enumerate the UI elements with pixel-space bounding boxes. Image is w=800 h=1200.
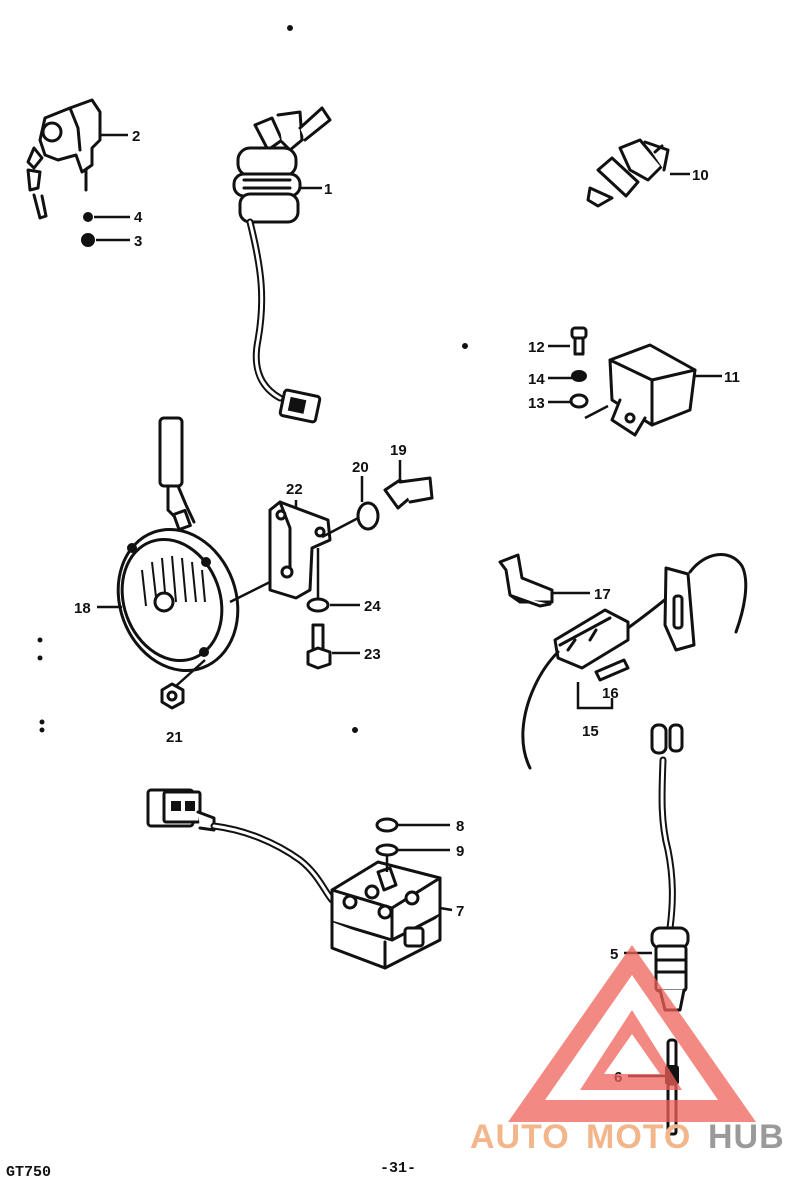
callout-10: 10 bbox=[692, 167, 709, 184]
callout-7: 7 bbox=[456, 903, 464, 920]
callout-2: 2 bbox=[132, 128, 140, 145]
part-19-bolt bbox=[383, 476, 434, 510]
part-11-relay bbox=[608, 343, 697, 437]
part-1-ignition-switch bbox=[232, 106, 332, 424]
part-7-regulator bbox=[146, 788, 442, 970]
part-2-steering-lock bbox=[26, 98, 102, 220]
callout-12: 12 bbox=[528, 339, 545, 356]
callout-23: 23 bbox=[364, 646, 381, 663]
part-17-bracket bbox=[498, 553, 554, 608]
callout-9: 9 bbox=[456, 843, 464, 860]
callout-4: 4 bbox=[134, 209, 143, 226]
callout-1: 1 bbox=[324, 181, 332, 198]
watermark-auto: AUTO bbox=[470, 1118, 570, 1156]
callout-3: 3 bbox=[134, 233, 142, 250]
part-16-fuse bbox=[594, 658, 630, 682]
part-23-bolt bbox=[306, 623, 332, 670]
callout-18: 18 bbox=[74, 600, 91, 617]
callout-14: 14 bbox=[528, 371, 545, 388]
callout-11: 11 bbox=[724, 369, 740, 386]
page-number: -31- bbox=[380, 1160, 416, 1177]
watermark-moto: MOTO bbox=[586, 1118, 691, 1156]
part-8-nut bbox=[375, 817, 399, 833]
part-22-bracket bbox=[268, 500, 332, 600]
part-10-sensor bbox=[586, 138, 670, 208]
part-24-washer bbox=[306, 597, 330, 613]
callout-8: 8 bbox=[456, 818, 464, 835]
leader-lines bbox=[94, 133, 722, 1078]
callout-16: 16 bbox=[602, 685, 619, 702]
watermark-logo bbox=[508, 945, 756, 1122]
part-15-fuse-holder bbox=[521, 553, 748, 770]
callout-22: 22 bbox=[286, 481, 303, 498]
callout-5: 5 bbox=[610, 946, 618, 963]
part-5-switch bbox=[650, 723, 690, 1012]
watermark: AUTO MOTO HUB bbox=[470, 945, 785, 1156]
callout-20: 20 bbox=[352, 459, 369, 476]
callout-17: 17 bbox=[594, 586, 611, 603]
callout-24: 24 bbox=[364, 598, 381, 615]
callout-15: 15 bbox=[582, 723, 599, 740]
callout-13: 13 bbox=[528, 395, 545, 412]
callout-21: 21 bbox=[166, 729, 183, 746]
model-label: GT750 bbox=[6, 1164, 51, 1181]
part-18-horn bbox=[116, 416, 279, 673]
part-12-bolt bbox=[570, 326, 588, 356]
callout-19: 19 bbox=[390, 442, 407, 459]
watermark-hub: HUB bbox=[708, 1118, 785, 1156]
part-20-washer bbox=[356, 501, 380, 531]
part-9-washer bbox=[375, 843, 399, 857]
